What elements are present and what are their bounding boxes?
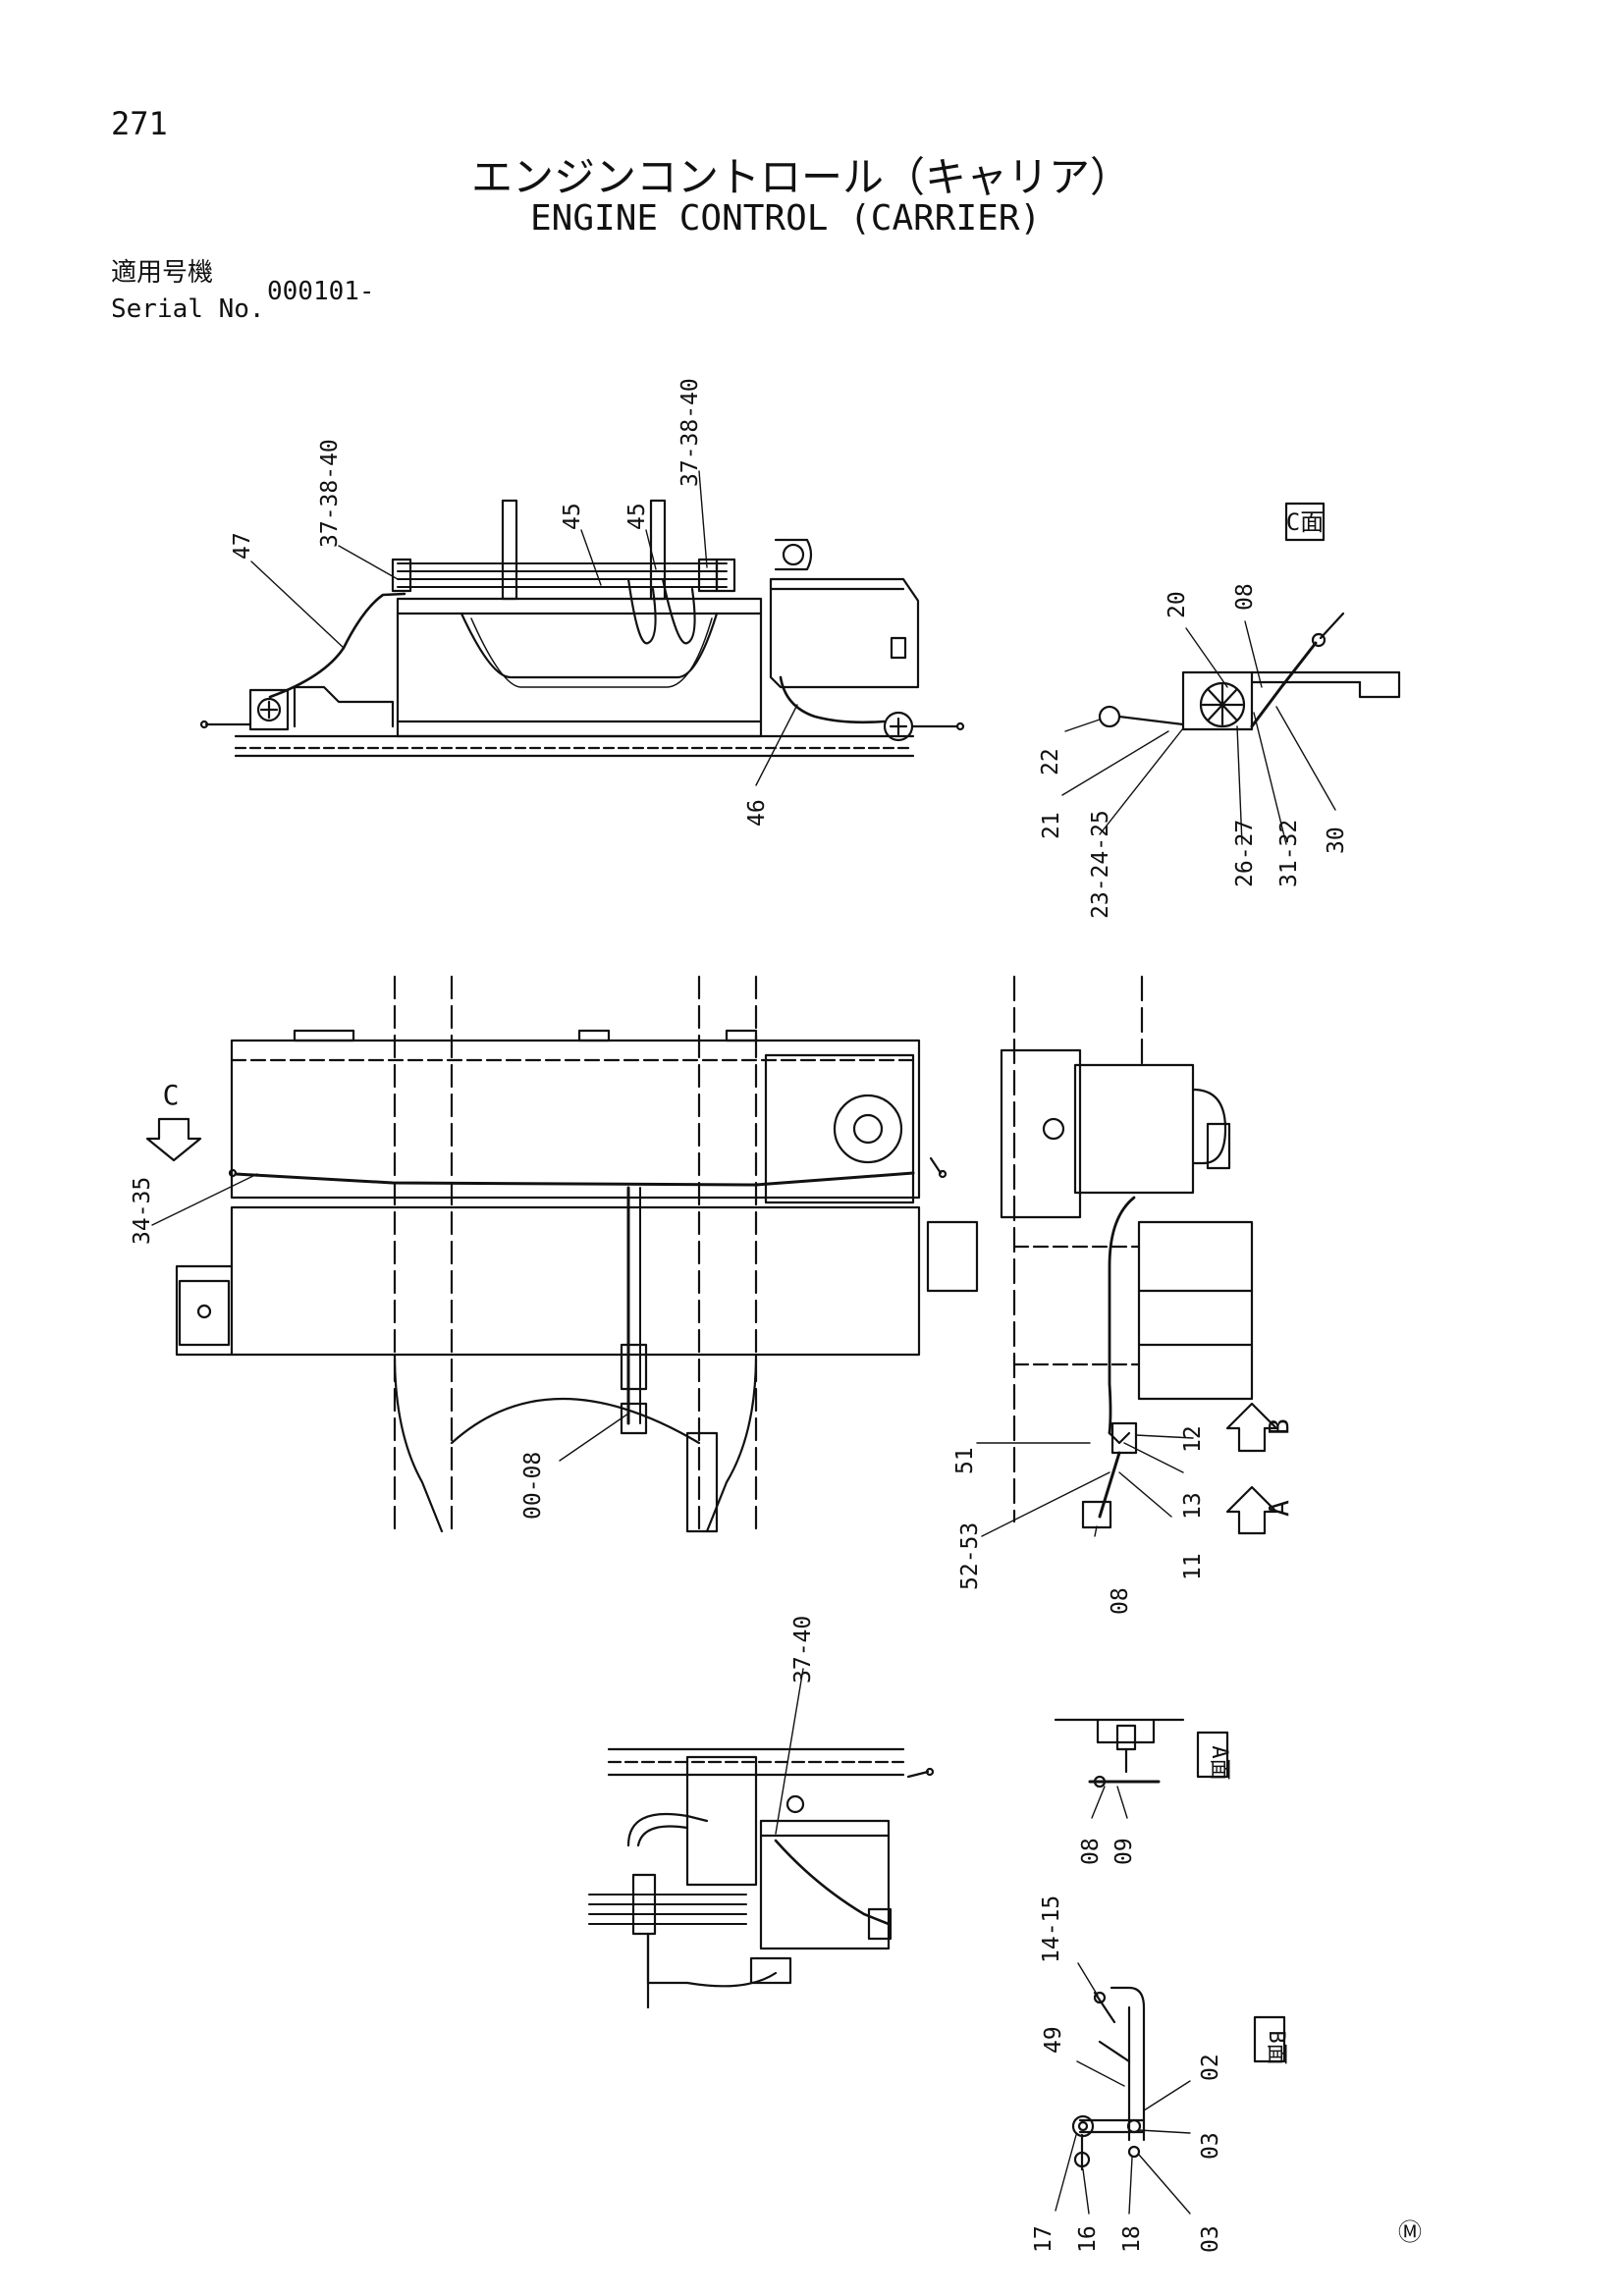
- side-view: B A: [1000, 975, 1295, 1535]
- callout-30: 30: [1324, 827, 1349, 854]
- arrow-b-label: B: [1263, 1418, 1295, 1435]
- page-title-english: ENGINE CONTROL (CARRIER): [530, 198, 1042, 239]
- b-view-label: B面: [1264, 2030, 1288, 2064]
- callout-34-35: 34-35: [130, 1177, 155, 1245]
- arrow-c-label: C: [163, 1079, 180, 1111]
- callout-02: 02: [1198, 2054, 1223, 2081]
- top-routing-view: [199, 499, 965, 758]
- callout-46: 46: [744, 799, 770, 827]
- callout-52-53: 52-53: [957, 1522, 983, 1590]
- callout-16: 16: [1075, 2225, 1101, 2253]
- a-view-detail: A面: [1054, 1718, 1231, 1789]
- plan-view: C: [145, 975, 979, 1533]
- serial-label-english: Serial No.: [111, 294, 265, 324]
- callout-26-27: 26-27: [1232, 820, 1258, 887]
- callout-23-24-25: 23-24-25: [1088, 810, 1113, 919]
- c-view-label: C面: [1286, 508, 1324, 536]
- callout-00-08: 00-08: [520, 1452, 546, 1520]
- callout-31-32: 31-32: [1276, 820, 1302, 887]
- callout-37-38-40-left: 37-38-40: [317, 439, 343, 548]
- callout-08-c: 08: [1232, 583, 1258, 611]
- callout-21: 21: [1039, 812, 1064, 839]
- callout-49: 49: [1041, 2026, 1066, 2054]
- callout-18: 18: [1119, 2225, 1145, 2253]
- callout-08-side: 08: [1108, 1587, 1133, 1615]
- callout-14-15: 14-15: [1039, 1896, 1064, 1963]
- maker-mark: Ⓜ: [1398, 2218, 1422, 2246]
- callout-51: 51: [952, 1447, 978, 1474]
- callout-11: 11: [1180, 1553, 1206, 1580]
- lower-detail-view: [588, 1747, 935, 2009]
- serial-label-japanese: 適用号機: [111, 258, 214, 288]
- c-view-detail: C面: [1098, 502, 1401, 731]
- a-view-label: A面: [1207, 1745, 1231, 1780]
- callout-03-upper: 03: [1198, 2132, 1223, 2160]
- callout-17: 17: [1031, 2225, 1056, 2253]
- arrow-a-label: A: [1263, 1500, 1295, 1517]
- callout-47: 47: [230, 532, 255, 560]
- callout-labels: 47 37-38-40 45 45 37-38-40 46 20 08 22 2…: [130, 378, 1349, 2253]
- b-view-detail: B面: [1071, 1986, 1288, 2171]
- callout-45-left: 45: [560, 503, 585, 530]
- callout-37-40: 37-40: [790, 1616, 816, 1683]
- callout-37-38-40-right: 37-38-40: [677, 378, 703, 487]
- leader-lines: [151, 470, 1336, 2215]
- page-title-japanese: エンジンコントロール（キャリア）: [471, 153, 1132, 201]
- page-number: 271: [111, 105, 168, 142]
- callout-03-lower: 03: [1198, 2225, 1223, 2253]
- callout-45-right: 45: [624, 503, 650, 530]
- callout-08-a: 08: [1078, 1838, 1104, 1865]
- callout-12: 12: [1180, 1425, 1206, 1453]
- callout-22: 22: [1038, 748, 1063, 775]
- callout-09: 09: [1111, 1838, 1137, 1865]
- callout-20: 20: [1164, 591, 1190, 618]
- callout-13: 13: [1180, 1492, 1206, 1520]
- serial-number-value: 000101-: [267, 277, 375, 306]
